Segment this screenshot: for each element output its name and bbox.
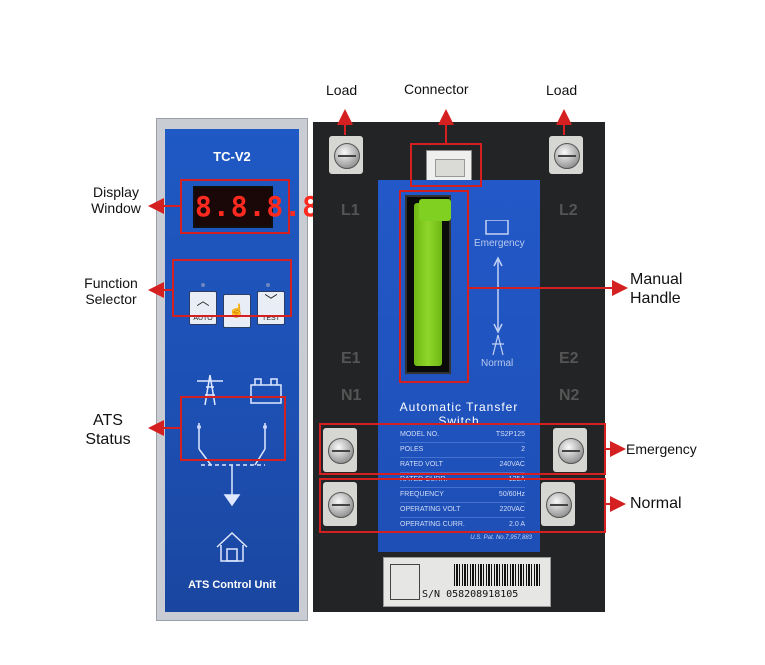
patent-text: U.S. Pat. No.7,957,883 xyxy=(470,535,532,541)
normal-highlight xyxy=(319,478,606,533)
serial-number: S/N 058208918105 xyxy=(422,589,519,600)
load-terminal-right xyxy=(549,136,583,174)
ats-status-label: ATS Status xyxy=(85,412,131,448)
model-title: TC-V2 xyxy=(213,149,251,164)
generator-icon xyxy=(485,220,509,235)
l1-label: L1 xyxy=(341,202,360,219)
control-connector xyxy=(426,150,472,184)
terminal-screw xyxy=(334,143,360,169)
hand-icon: ☝ xyxy=(228,303,246,318)
handle-slot xyxy=(405,195,451,374)
emergency-terminal-left xyxy=(323,428,357,472)
terminal-screw xyxy=(558,438,584,464)
panel-emergency-label: Emergency xyxy=(474,238,525,249)
utility-tower-icon xyxy=(197,374,223,406)
panel-normal-label: Normal xyxy=(481,358,514,369)
down-chevron-icon: ﹀ xyxy=(264,293,278,308)
serial-tag: S/N 058208918105 xyxy=(383,557,551,607)
terminal-screw xyxy=(546,492,572,518)
manual-handle[interactable] xyxy=(414,199,451,366)
connector-highlight xyxy=(410,143,482,187)
ats-control-unit: TC-V2 8.8.8.8 ︿ AUTO ☝ ﹀ TEST xyxy=(156,118,319,621)
display-window-label: Display Window xyxy=(91,184,141,216)
normal-terminal-right xyxy=(541,482,575,526)
position-indicator xyxy=(485,220,509,356)
auto-button-label: AUTO xyxy=(193,315,213,322)
ats-status-highlight xyxy=(180,396,286,461)
manual-handle-label: Manual Handle xyxy=(630,271,683,307)
load-right-label: Load xyxy=(546,82,578,98)
load-terminal-left xyxy=(329,136,363,174)
terminal-screw xyxy=(328,492,354,518)
ats-status-schematic xyxy=(197,374,282,562)
manual-handle-highlight xyxy=(399,190,469,383)
manufacturer-logo xyxy=(390,564,420,600)
utility-tower-icon xyxy=(492,334,504,356)
test-button-label: TEST xyxy=(262,315,280,322)
load-left-label: Load xyxy=(326,82,358,98)
normal-label: Normal xyxy=(630,495,682,512)
control-unit-label: ATS Control Unit xyxy=(188,579,276,591)
n2-label: N2 xyxy=(559,387,580,404)
test-led xyxy=(266,283,270,287)
function-selector-label: Function Selector xyxy=(84,275,138,307)
test-button[interactable]: ﹀ TEST xyxy=(257,291,285,325)
display-window-highlight xyxy=(180,179,290,234)
up-chevron-icon: ︿ xyxy=(196,293,210,308)
connector-label: Connector xyxy=(404,81,469,97)
rating-row: MODEL NO.TS2P125 xyxy=(400,428,525,443)
manual-handle-grip[interactable] xyxy=(419,199,451,221)
e2-label: E2 xyxy=(559,350,579,367)
manual-mode-button[interactable]: ☝ xyxy=(223,294,251,328)
transfer-switch-body: L1 L2 E1 E2 N1 N2 Emergency Normal Autom… xyxy=(313,122,605,612)
auto-button[interactable]: ︿ AUTO xyxy=(189,291,217,325)
l2-label: L2 xyxy=(559,202,578,219)
n1-label: N1 xyxy=(341,387,362,404)
emergency-terminal-right xyxy=(553,428,587,472)
house-icon xyxy=(216,531,248,562)
barcode xyxy=(454,564,542,586)
e1-label: E1 xyxy=(341,350,361,367)
normal-terminal-left xyxy=(323,482,357,526)
function-selector-highlight xyxy=(172,259,292,317)
auto-led xyxy=(201,283,205,287)
terminal-screw xyxy=(554,143,580,169)
control-unit-faceplate: TC-V2 8.8.8.8 ︿ AUTO ☝ ﹀ TEST xyxy=(165,129,319,612)
terminal-screw xyxy=(328,438,354,464)
generator-icon xyxy=(250,378,282,404)
emergency-highlight xyxy=(319,423,606,475)
emergency-label: Emergency xyxy=(626,441,697,457)
